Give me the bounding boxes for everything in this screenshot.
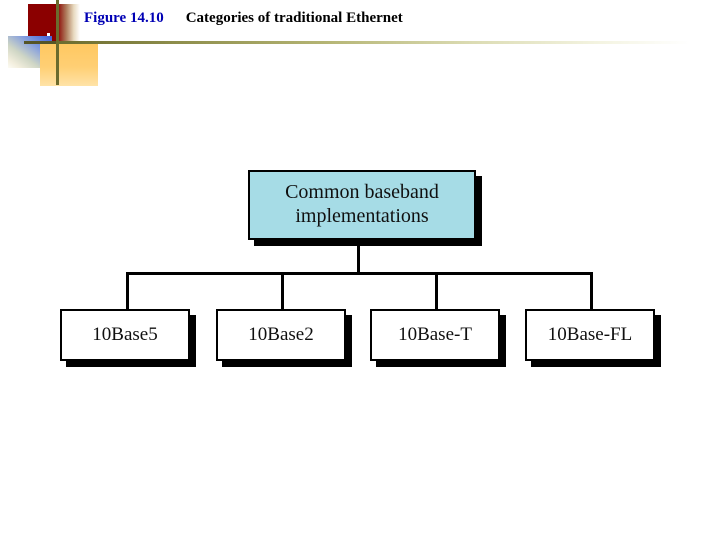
node-leaf-label: 10Base2 (248, 324, 314, 345)
figure-caption: Categories of traditional Ethernet (185, 10, 403, 26)
connector-horizontal-bus (126, 272, 593, 275)
header-divider-rule (56, 41, 690, 44)
connector-drop-2 (281, 272, 284, 310)
decorative-horizontal-line (24, 41, 72, 44)
decorative-maroon-square (28, 4, 80, 42)
node-root-label-line1: Common baseband (285, 181, 439, 204)
node-leaf-label: 10Base-T (398, 324, 472, 345)
connector-drop-4 (590, 272, 593, 310)
connector-root-stem (357, 240, 360, 274)
node-root-common-baseband: Common baseband implementations (248, 170, 476, 240)
figure-header: Figure 14.10 Categories of traditional Et… (84, 9, 403, 27)
node-leaf-10base2: 10Base2 (216, 309, 346, 361)
node-root-label-line2: implementations (295, 205, 429, 227)
node-leaf-label: 10Base-FL (547, 324, 633, 345)
figure-number-label: Figure 14.10 (84, 10, 164, 26)
node-leaf-10base-fl: 10Base-FL (525, 309, 655, 361)
decorative-dot (47, 33, 50, 36)
decorative-orange-square (40, 44, 98, 86)
connector-drop-1 (126, 272, 129, 310)
node-leaf-label: 10Base5 (92, 324, 158, 345)
node-leaf-10base5: 10Base5 (60, 309, 190, 361)
node-leaf-10base-t: 10Base-T (370, 309, 500, 361)
connector-drop-3 (435, 272, 438, 310)
